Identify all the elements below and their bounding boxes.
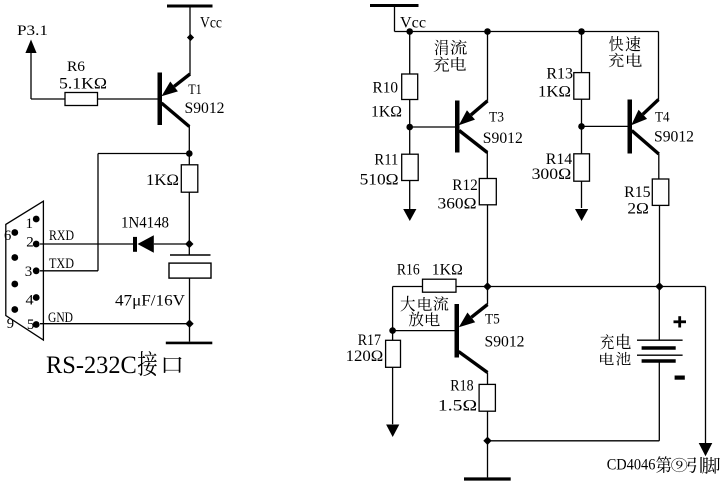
svg-text:R18: R18	[450, 377, 473, 394]
svg-text:2Ω: 2Ω	[627, 201, 649, 218]
svg-text:1KΩ: 1KΩ	[371, 104, 402, 121]
svg-text:R17: R17	[358, 332, 381, 349]
svg-text:T3: T3	[489, 110, 504, 126]
svg-text:Vcc: Vcc	[400, 15, 426, 32]
svg-text:S9012: S9012	[485, 334, 525, 351]
svg-text:R13: R13	[546, 66, 573, 83]
svg-text:4: 4	[26, 293, 35, 309]
svg-text:R15: R15	[624, 184, 651, 201]
svg-text:R14: R14	[546, 151, 572, 168]
svg-text:2: 2	[26, 235, 34, 251]
svg-text:1KΩ: 1KΩ	[146, 172, 179, 189]
svg-text:R6: R6	[67, 59, 86, 75]
svg-text:GND: GND	[48, 310, 73, 326]
svg-text:1KΩ: 1KΩ	[432, 262, 463, 279]
svg-text:P3.1: P3.1	[17, 23, 48, 39]
svg-text:1: 1	[26, 216, 34, 232]
svg-text:Vcc: Vcc	[200, 15, 222, 32]
svg-text:T4: T4	[655, 110, 670, 126]
svg-text:TXD: TXD	[49, 256, 74, 272]
svg-text:R10: R10	[373, 80, 399, 97]
svg-text:300Ω: 300Ω	[532, 166, 572, 183]
svg-text:CD4046: CD4046	[607, 457, 656, 474]
svg-text:RS-232C: RS-232C	[46, 352, 137, 379]
svg-text:R11: R11	[374, 152, 398, 169]
svg-text:47μF/16V: 47μF/16V	[115, 293, 185, 310]
svg-text:1N4148: 1N4148	[121, 215, 169, 232]
svg-text:S9012: S9012	[483, 130, 523, 147]
svg-text:T5: T5	[485, 312, 500, 328]
svg-text:120Ω: 120Ω	[346, 348, 384, 365]
svg-text:T1: T1	[188, 82, 202, 98]
svg-text:R12: R12	[452, 177, 478, 194]
svg-text:5: 5	[27, 317, 35, 333]
svg-text:S9012: S9012	[654, 129, 694, 146]
svg-text:1.5Ω: 1.5Ω	[438, 398, 477, 415]
svg-text:R16: R16	[397, 262, 420, 279]
svg-text:RXD: RXD	[49, 228, 74, 244]
svg-text:S9012: S9012	[185, 100, 225, 117]
svg-text:3: 3	[25, 264, 33, 280]
svg-text:5.1KΩ: 5.1KΩ	[59, 76, 107, 93]
svg-text:1KΩ: 1KΩ	[538, 84, 571, 101]
svg-text:6: 6	[4, 228, 12, 244]
svg-text:360Ω: 360Ω	[438, 196, 477, 213]
svg-text:9: 9	[7, 316, 14, 332]
svg-text:510Ω: 510Ω	[360, 172, 399, 189]
